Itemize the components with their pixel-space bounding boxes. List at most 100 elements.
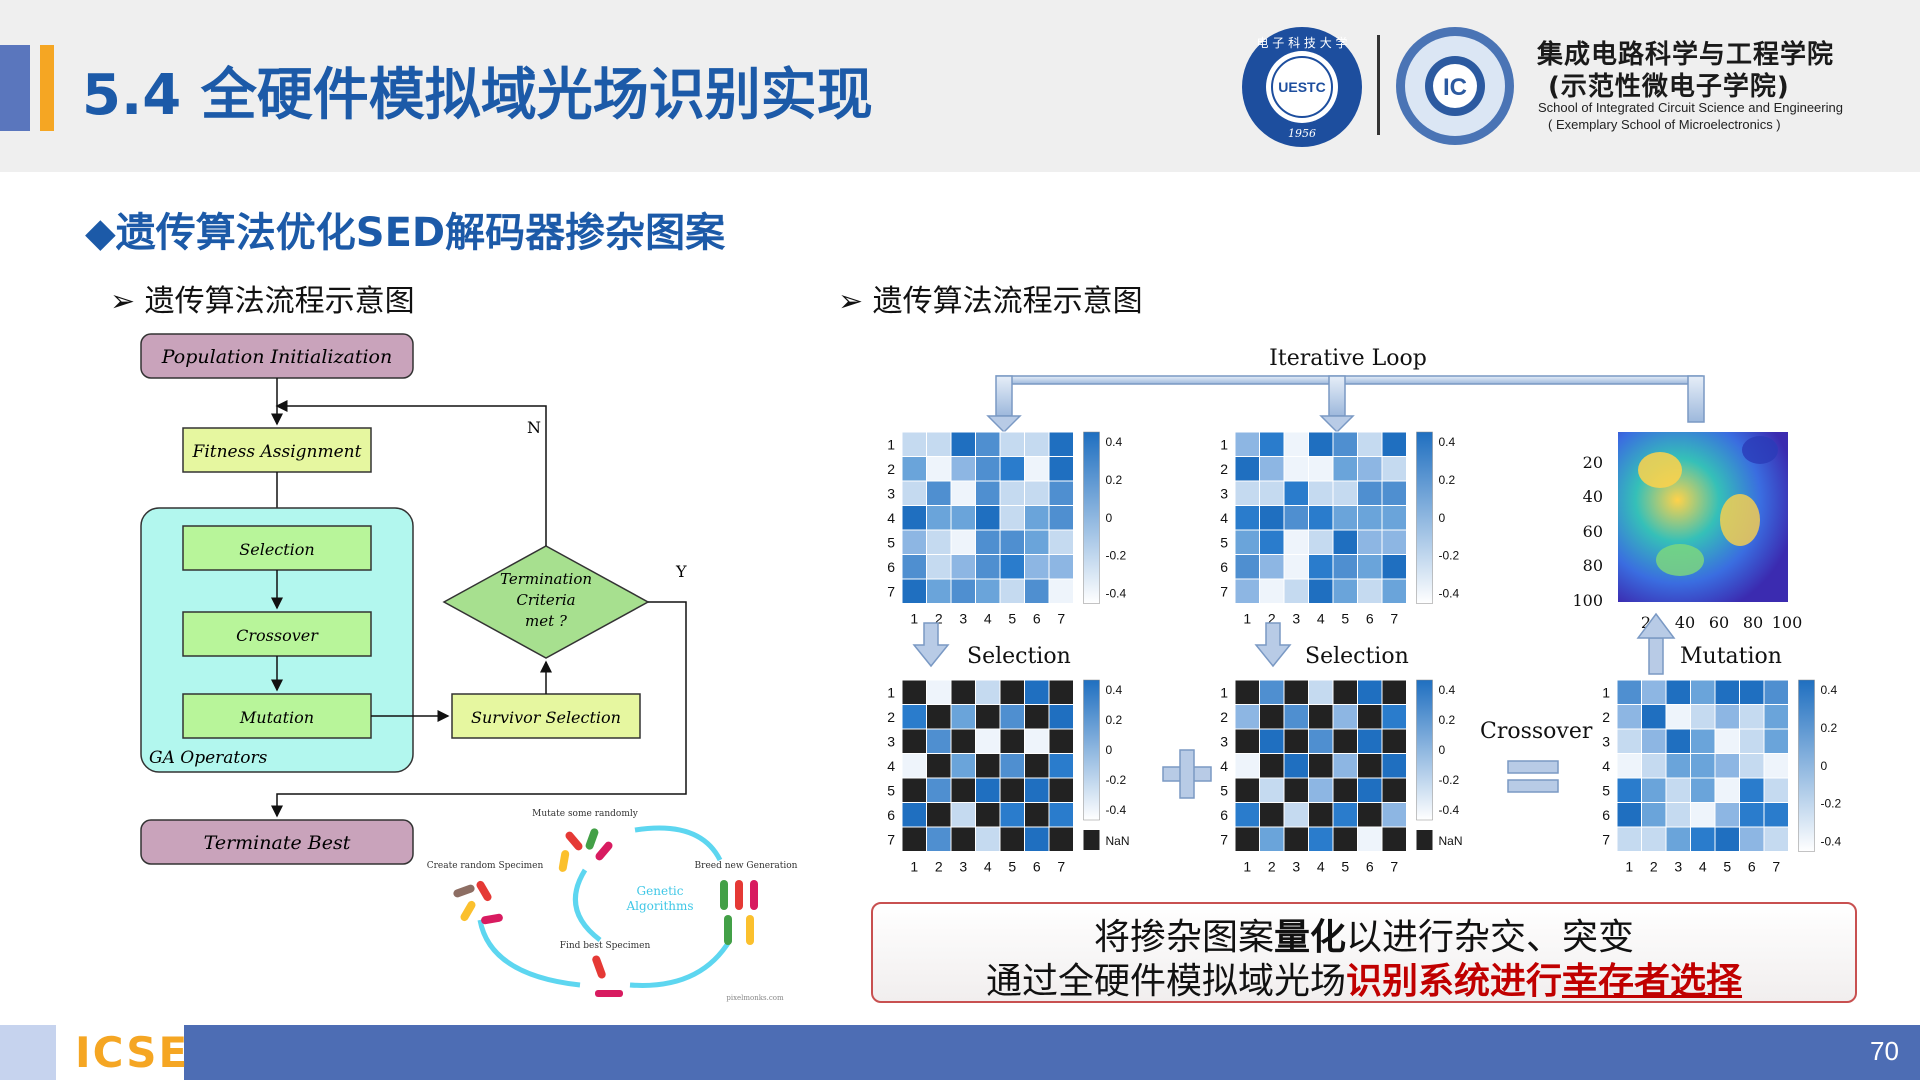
svg-text:1: 1	[910, 611, 918, 627]
svg-text:2: 2	[1268, 859, 1276, 875]
cycle-center-1: Genetic	[637, 884, 684, 898]
field-ticks: 20 40 60 80 100 20 40 60 80 100	[1572, 453, 1802, 632]
svg-text:4: 4	[887, 510, 895, 526]
svg-text:NaN: NaN	[1106, 834, 1130, 848]
svg-text:100: 100	[1772, 613, 1803, 632]
caption-1c: 以进行杂交、突变	[1346, 917, 1635, 958]
terminate-box	[140, 819, 414, 865]
svg-text:1: 1	[1220, 684, 1228, 700]
svg-text:5: 5	[1341, 611, 1349, 627]
svg-text:5: 5	[1723, 859, 1731, 875]
svg-text:3: 3	[1220, 733, 1228, 749]
footer-brand: ICSE	[75, 1028, 190, 1077]
page-number: 70	[1870, 1036, 1899, 1066]
svg-text:-0.4: -0.4	[1439, 803, 1460, 817]
section-heading: ◆遗传算法优化SED解码器掺杂图案	[85, 210, 726, 256]
cycle-mutate: Mutate some randomly	[532, 809, 639, 819]
svg-text:0.2: 0.2	[1106, 713, 1123, 727]
svg-text:100: 100	[1572, 591, 1603, 610]
svg-text:2: 2	[935, 611, 943, 627]
svg-text:-0.2: -0.2	[1106, 773, 1127, 787]
svg-text:1: 1	[1602, 684, 1610, 700]
svg-text:7: 7	[887, 831, 895, 847]
svg-text:2: 2	[1650, 859, 1658, 875]
ga-cycle-illustration: Mutate some randomly Create random Speci…	[427, 809, 798, 1002]
cycle-find: Find best Specimen	[560, 941, 651, 951]
caption-line-1: 将掺杂图案量化以进行杂交、突变	[873, 908, 1855, 960]
svg-text:6: 6	[887, 807, 895, 823]
svg-text:0.4: 0.4	[1106, 435, 1123, 449]
uestc-logo-chars: 电 子 科 技 大 学	[1256, 35, 1347, 50]
svg-text:5: 5	[887, 782, 895, 798]
svg-text:2: 2	[1602, 709, 1610, 725]
svg-text:4: 4	[1220, 510, 1228, 526]
svg-text:0: 0	[1439, 743, 1446, 757]
cycle-breed: Breed new Generation	[695, 861, 798, 871]
svg-text:7: 7	[1057, 611, 1065, 627]
svg-text:7: 7	[1220, 831, 1228, 847]
svg-text:60: 60	[1709, 613, 1729, 632]
svg-text:1: 1	[1220, 436, 1228, 452]
uestc-logo: UESTC 1956 电 子 科 技 大 学	[1242, 27, 1362, 147]
ic-logo: IC	[1396, 27, 1514, 145]
svg-text:6: 6	[1602, 807, 1610, 823]
footer-bar	[0, 1025, 1920, 1080]
svg-text:80: 80	[1743, 613, 1763, 632]
svg-text:0.4: 0.4	[1439, 683, 1456, 697]
svg-text:5: 5	[887, 534, 895, 550]
svg-text:-0.4: -0.4	[1439, 587, 1460, 601]
svg-text:3: 3	[1292, 611, 1300, 627]
svg-text:2: 2	[887, 461, 895, 477]
footer-brand-bg	[56, 1025, 184, 1080]
svg-text:40: 40	[1675, 613, 1695, 632]
cycle-center-2: Algorithms	[625, 899, 693, 913]
svg-text:0.4: 0.4	[1106, 683, 1123, 697]
svg-text:5: 5	[1602, 782, 1610, 798]
svg-text:3: 3	[959, 611, 967, 627]
svg-text:3: 3	[1602, 733, 1610, 749]
svg-text:6: 6	[1033, 859, 1041, 875]
svg-text:4: 4	[1317, 859, 1325, 875]
mutation-label: Mutation	[1680, 644, 1782, 669]
cycle-create: Create random Specimen	[427, 861, 544, 871]
svg-text:6: 6	[1748, 859, 1756, 875]
svg-text:4: 4	[1699, 859, 1707, 875]
decision-line1: Termination	[500, 570, 592, 588]
svg-text:0.2: 0.2	[1106, 473, 1123, 487]
cycle-credit: pixelmonks.com	[726, 994, 784, 1002]
svg-text:1: 1	[887, 436, 895, 452]
svg-text:-0.2: -0.2	[1821, 797, 1842, 811]
svg-text:5: 5	[1008, 859, 1016, 875]
svg-text:7: 7	[1390, 859, 1398, 875]
svg-text:2: 2	[935, 859, 943, 875]
matrix-panels: 112233445566770.40.20-0.2-0.411223344556…	[887, 431, 1842, 875]
svg-text:2: 2	[1268, 611, 1276, 627]
yes-label: Y	[675, 562, 687, 581]
svg-text:0.2: 0.2	[1439, 473, 1456, 487]
svg-text:1: 1	[1243, 611, 1251, 627]
uestc-logo-text: UESTC	[1278, 79, 1325, 95]
svg-text:5: 5	[1220, 782, 1228, 798]
svg-text:7: 7	[1057, 859, 1065, 875]
crossover-label: Crossover	[1480, 719, 1593, 744]
ga-matrix-figure: Iterative Loop 112233445566770.40.20-0.2…	[887, 346, 1842, 875]
svg-text:5: 5	[1220, 534, 1228, 550]
caption-1b: 量化	[1273, 917, 1346, 958]
svg-text:-0.2: -0.2	[1439, 773, 1460, 787]
svg-text:40: 40	[1583, 487, 1603, 506]
svg-text:3: 3	[959, 859, 967, 875]
svg-text:2: 2	[887, 709, 895, 725]
caption-2b: 识别系统进行	[1345, 961, 1562, 1002]
svg-text:1: 1	[1243, 859, 1251, 875]
mutation-label: Mutation	[239, 708, 314, 727]
svg-text:3: 3	[1292, 859, 1300, 875]
logo-divider	[1377, 35, 1380, 135]
slide-title: 5.4 全硬件模拟域光场识别实现	[82, 63, 873, 128]
svg-text:6: 6	[1220, 559, 1228, 575]
ga-operators-label: GA Operators	[149, 748, 268, 768]
svg-text:0.2: 0.2	[1439, 713, 1456, 727]
